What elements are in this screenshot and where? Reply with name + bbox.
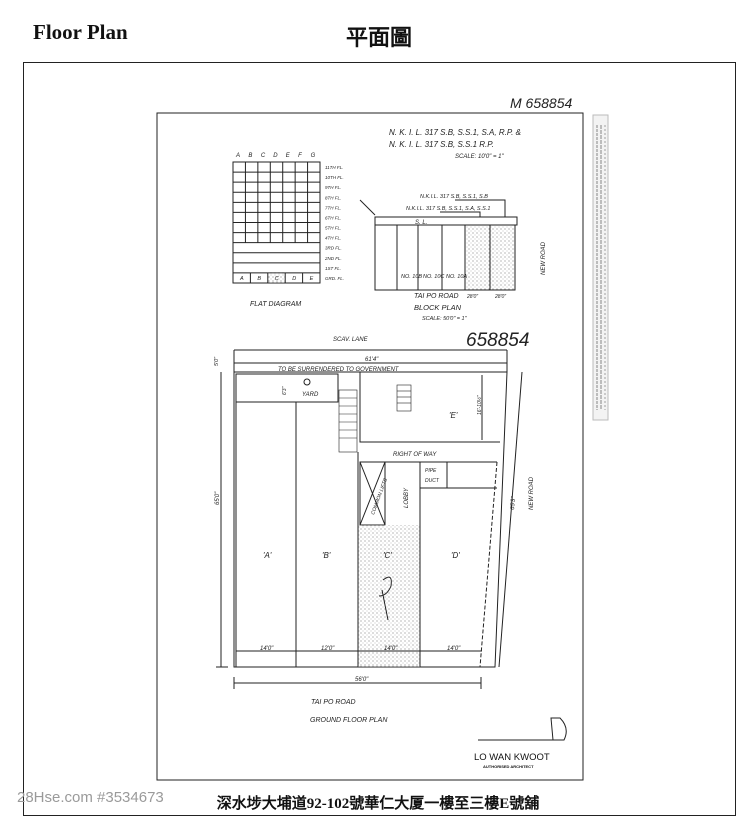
- floor-label: 1ST FL.: [325, 266, 341, 271]
- flat-column-label: D: [273, 153, 278, 159]
- floor-plan-title: Floor Plan: [33, 20, 128, 44]
- unit-c-highlight: [358, 525, 420, 667]
- yard-label: YARD: [302, 392, 319, 398]
- block-scale: SCALE: 50'0" = 1": [422, 316, 468, 322]
- surrender-note: TO BE SURRENDERED TO GOVERNMENT: [278, 367, 400, 373]
- handwritten-mark: [378, 576, 392, 621]
- flat-column-label: C: [261, 153, 266, 159]
- floor-label: 6TH FL.: [325, 215, 341, 220]
- block-plan-label: BLOCK PLAN: [414, 303, 462, 312]
- disclaimer-stamp: [592, 114, 609, 421]
- floor-label: 2ND FL.: [324, 256, 342, 261]
- unit-b-width: 12'0": [321, 646, 335, 652]
- depth-right: 65'3": [510, 496, 517, 511]
- drawing-sheet-border: [156, 112, 584, 781]
- block-road: TAI PO ROAD: [414, 293, 459, 300]
- right-of-way-label: RIGHT OF WAY: [393, 452, 437, 458]
- block-lane: S. L.: [415, 220, 427, 226]
- file-reference-top: M 658854: [510, 95, 572, 111]
- architect-title: AUTHORISED ARCHITECT: [483, 764, 534, 769]
- flat-column-label: A: [235, 153, 240, 159]
- block-lot-b: N.K.I.L. 317 S.B, S.S.1, S.A, S.S.1: [406, 206, 490, 212]
- unit-e-label: 'E': [449, 411, 458, 420]
- floor-label: 11TH FL.: [325, 165, 343, 170]
- ground-unit-label: E: [310, 276, 314, 282]
- pipe-duct-label-2: DUCT: [425, 478, 440, 484]
- unit-a-width: 14'0": [260, 646, 274, 652]
- flat-column-label: G: [311, 153, 316, 159]
- pipe-duct-label-1: PIPE: [425, 468, 437, 474]
- ground-unit-c-highlight: [267, 272, 286, 283]
- unit-d-label: 'D': [451, 551, 460, 560]
- ground-floor-plan-label: GROUND FLOOR PLAN: [310, 717, 388, 724]
- lot-note-1: N. K. I. L. 317 S.B, S.S.1, S.A, R.P. &: [389, 128, 521, 137]
- ground-floor-plan: SCAV. LANE 61'4" TO BE SURRENDERED TO GO…: [214, 337, 535, 724]
- file-reference-mid: 658854: [466, 330, 529, 351]
- scav-lane-label: SCAV. LANE: [333, 337, 369, 343]
- floor-plan-title-chinese: 平面圖: [346, 25, 413, 50]
- lot-note-2: N. K. I. L. 317 S.B, S.S.1 R.P.: [389, 140, 494, 149]
- block-dim-1: 28'0": [466, 294, 478, 300]
- floor-label: 10TH FL.: [325, 175, 344, 180]
- floor-label: 9TH FL.: [325, 185, 341, 190]
- ground-unit-label: B: [257, 276, 261, 282]
- ground-unit-label: A: [239, 276, 244, 282]
- block-no-10c: NO. 10C: [423, 274, 444, 280]
- unit-a-label: 'A': [263, 551, 272, 560]
- block-no-10a: NO. 10A: [446, 274, 467, 280]
- flat-column-label: B: [248, 153, 252, 159]
- unit-e-dim: 16'-10½": [476, 395, 483, 415]
- block-new-road: NEW ROAD: [541, 241, 547, 275]
- tai-po-road-label: TAI PO ROAD: [311, 699, 356, 706]
- flat-column-label: F: [298, 153, 302, 159]
- block-lot-a: N.K.I.L. 317 S.B, S.S.1, S.B: [420, 194, 488, 200]
- architect-signature: [478, 717, 567, 741]
- floor-label: 5TH FL.: [325, 226, 341, 231]
- unit-c-label: 'C': [383, 551, 392, 560]
- property-caption: 深水埗大埔道92-102號華仁大厦一樓至三樓E號舖: [216, 796, 540, 812]
- floor-label: 8TH FL.: [325, 195, 341, 200]
- setback-dim: 5'0": [214, 356, 220, 366]
- block-no-10b: NO. 10B: [401, 274, 422, 280]
- plan-frame: [23, 62, 736, 816]
- flat-column-label: E: [286, 153, 291, 159]
- depth-left: 65'0": [215, 491, 221, 505]
- yard-dim: 6'3": [282, 386, 288, 395]
- block-dim-2: 28'0": [494, 294, 506, 300]
- new-road-label: NEW ROAD: [529, 476, 535, 510]
- floor-label: 4TH FL.: [325, 236, 341, 241]
- floor-label: 3RD FL.: [325, 246, 342, 251]
- flat-diagram: A B C D E F G 11TH FL. 10TH FL. 9TH FL. 8TH FL. 7TH…: [232, 153, 344, 308]
- architect-signature-block: LO WAN KWOOT AUTHORISED ARCHITECT: [474, 717, 567, 769]
- ground-unit-label: C: [275, 276, 279, 282]
- block-plan: N.K.I.L. 317 S.B, S.S.1, S.B N.K.I.L. 31…: [359, 194, 547, 322]
- floor-label: GRD. FL.: [325, 276, 344, 281]
- lobby-label: LOBBY: [404, 487, 410, 508]
- floor-label: 7TH FL.: [325, 205, 341, 210]
- width-bottom: 56'0": [355, 677, 369, 683]
- lot-scale: SCALE: 10'0" = 1": [455, 154, 504, 160]
- unit-b-label: 'B': [322, 551, 331, 560]
- watermark: 28Hse.com #3534673: [17, 789, 164, 806]
- architect-name: LO WAN KWOOT: [474, 752, 550, 763]
- ground-unit-label: D: [292, 276, 296, 282]
- flat-diagram-label: FLAT DIAGRAM: [250, 301, 301, 308]
- width-top: 61'4": [365, 357, 379, 363]
- unit-d-width: 14'0": [447, 646, 461, 652]
- unit-c-width: 14'0": [384, 646, 398, 652]
